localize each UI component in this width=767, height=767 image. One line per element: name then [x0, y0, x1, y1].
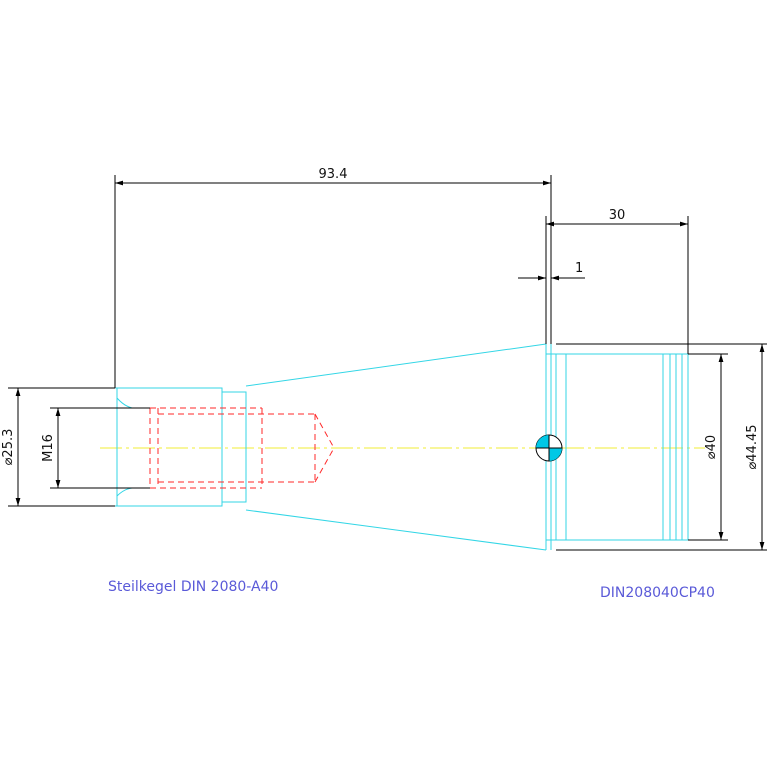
code-label: DIN208040CP40 — [600, 585, 715, 601]
dim-thread-text: M16 — [41, 434, 56, 462]
part-outline — [112, 343, 689, 551]
dim-flange-length: 30 — [545, 208, 689, 354]
dim-diameter-small-text: ⌀25.3 — [1, 429, 16, 466]
dim-flange-length-text: 30 — [609, 208, 626, 223]
dim-small-offset: 1 — [518, 261, 585, 281]
title-label: Steilkegel DIN 2080-A40 — [108, 579, 278, 595]
dim-overall-length-text: 93.4 — [319, 167, 348, 182]
dim-diameter-flange-inner-text: ⌀40 — [704, 435, 719, 459]
dim-diameter-flange-outer-text: ⌀44.45 — [745, 424, 760, 469]
gauge-marker-icon — [535, 434, 563, 462]
dim-diameter-flange-inner: ⌀40 — [688, 353, 728, 541]
dim-diameter-flange-outer: ⌀44.45 — [556, 343, 767, 551]
dim-thread: M16 — [41, 407, 150, 489]
dim-overall-length: 93.4 — [114, 167, 552, 388]
dim-diameter-small: ⌀25.3 — [1, 387, 115, 507]
dim-small-offset-text: 1 — [575, 261, 583, 276]
